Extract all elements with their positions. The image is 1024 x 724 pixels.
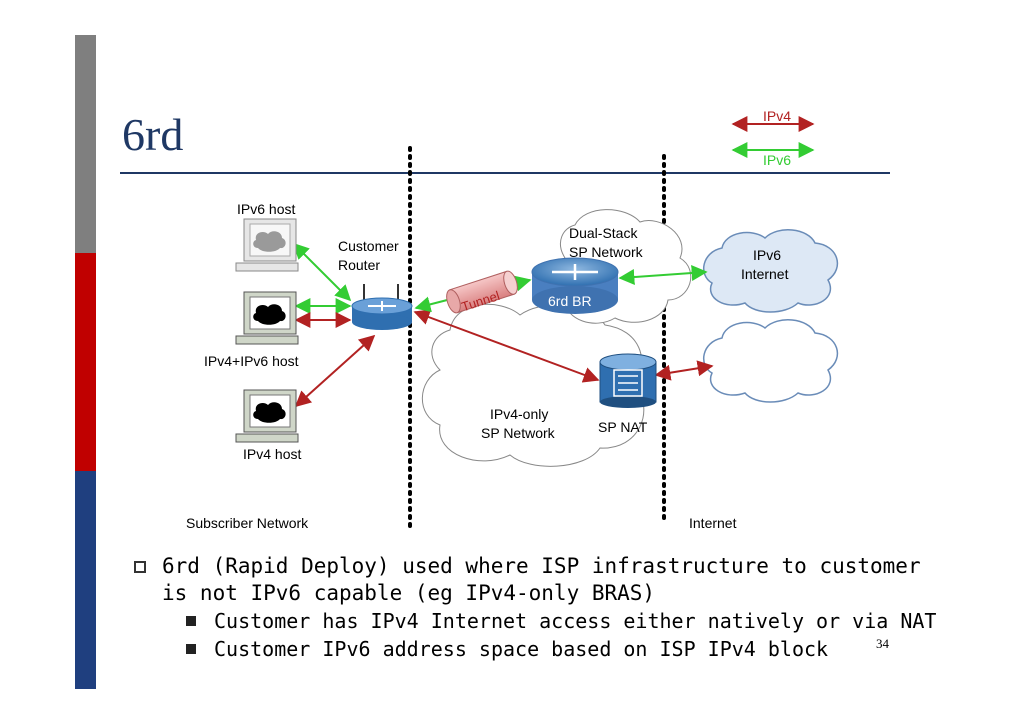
ipv4-only-label-line1: IPv4-only bbox=[490, 406, 548, 422]
ipv6-host-label: IPv6 host bbox=[237, 201, 295, 217]
sub-bullet-marker bbox=[186, 616, 196, 626]
sub-bullet-marker bbox=[186, 644, 196, 654]
tunnel-icon bbox=[446, 270, 518, 314]
6rd-br-router-icon bbox=[531, 257, 619, 314]
bullet-sub-1-text: Customer has IPv4 Internet access either… bbox=[214, 609, 937, 633]
dual-stack-host-label: IPv4+IPv6 host bbox=[204, 353, 299, 369]
sp-nat-label: SP NAT bbox=[598, 419, 648, 435]
bullet-list: 6rd (Rapid Deploy) used where ISP infras… bbox=[134, 553, 936, 663]
ipv6-internet-label-line2: Internet bbox=[741, 266, 789, 282]
bullet-sub-2-text: Customer IPv6 address space based on ISP… bbox=[214, 637, 829, 661]
accent-bar-blue bbox=[75, 471, 96, 689]
link-br-ipv6internet bbox=[618, 265, 708, 285]
accent-bar-red bbox=[75, 253, 96, 471]
accent-bar-gray bbox=[75, 35, 96, 253]
customer-router-label-line2: Router bbox=[338, 257, 380, 273]
ipv4-only-label-line2: SP Network bbox=[481, 425, 556, 441]
bullet-sub-2: Customer IPv6 address space based on ISP… bbox=[134, 635, 936, 663]
legend-ipv6-label: IPv6 bbox=[763, 152, 791, 168]
ipv6-internet-cloud bbox=[702, 229, 839, 313]
dual-stack-host-computer bbox=[235, 291, 299, 345]
bullet-marker bbox=[134, 561, 146, 573]
link-ipv4host-router bbox=[294, 334, 376, 408]
link-router-spnat bbox=[413, 309, 600, 383]
slide-title: 6rd bbox=[122, 109, 184, 160]
6rd-br-label: 6rd BR bbox=[548, 293, 592, 309]
ipv4-host-computer bbox=[235, 389, 299, 443]
customer-router-label-line1: Customer bbox=[338, 238, 399, 254]
legend-ipv4-label: IPv4 bbox=[763, 108, 791, 124]
bullet-sub-1: Customer has IPv4 Internet access either… bbox=[134, 607, 936, 635]
ipv4-internet-cloud bbox=[702, 319, 839, 403]
link-spnat-internet bbox=[654, 360, 714, 381]
ipv6-internet-label-line1: IPv6 bbox=[753, 247, 781, 263]
ipv6-host-computer bbox=[235, 218, 299, 272]
bullet-main: 6rd (Rapid Deploy) used where ISP infras… bbox=[134, 553, 922, 607]
ipv4-host-label: IPv4 host bbox=[243, 446, 301, 462]
page-number: 34 bbox=[876, 636, 889, 651]
internet-label: Internet bbox=[689, 515, 737, 531]
dual-stack-label-line1: Dual-Stack bbox=[569, 225, 638, 241]
dual-stack-label-line2: SP Network bbox=[569, 244, 644, 260]
customer-router-icon bbox=[351, 284, 413, 330]
link-ipv6host-router bbox=[292, 242, 352, 302]
bullet-main-text: 6rd (Rapid Deploy) used where ISP infras… bbox=[162, 554, 921, 605]
sp-nat-icon bbox=[599, 353, 657, 408]
subscriber-network-label: Subscriber Network bbox=[186, 515, 309, 531]
